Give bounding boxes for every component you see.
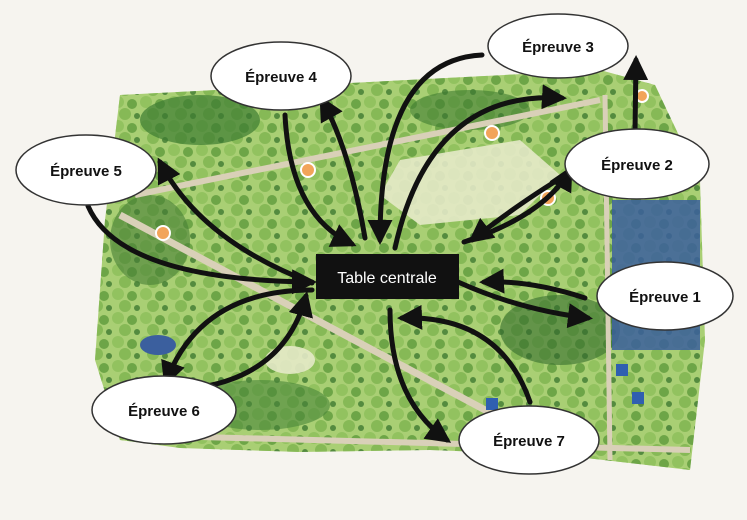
station-label: Épreuve 2 — [601, 157, 673, 174]
arrow-to-epreuve-5 — [157, 157, 315, 286]
station-bubble — [487, 13, 629, 79]
station-label: Épreuve 1 — [629, 289, 701, 306]
station-bubble — [91, 375, 237, 445]
station-label: Épreuve 3 — [522, 39, 594, 56]
alley — [118, 211, 562, 454]
arrow-to-epreuve-7 — [387, 307, 452, 443]
parking-sign-icon — [616, 364, 628, 376]
arrow-from-epreuve-3 — [367, 52, 485, 245]
central-table-box — [316, 254, 459, 299]
central-table[interactable]: Table centrale — [316, 254, 459, 299]
dense-forest-patch — [110, 195, 190, 285]
arrow-from-epreuve-5 — [85, 203, 317, 295]
arrow-to-epreuve-4 — [319, 95, 368, 241]
station-label: Épreuve 4 — [245, 69, 317, 86]
clearing — [265, 346, 315, 374]
dense-forest-patch — [140, 95, 260, 145]
station-label: Épreuve 6 — [128, 403, 200, 420]
station-epreuve-2[interactable]: Épreuve 2 — [564, 128, 710, 200]
station-marker — [155, 225, 171, 241]
station-label: Épreuve 5 — [50, 163, 122, 180]
arrow-from-epreuve-4 — [282, 112, 357, 247]
parking-sign-icon — [632, 392, 644, 404]
station-bubble — [596, 261, 734, 331]
station-epreuve-7[interactable]: Épreuve 7 — [458, 405, 600, 475]
arrow-to-epreuve-1 — [455, 279, 593, 329]
central-table-label: Table centrale — [337, 270, 437, 287]
station-marker — [300, 162, 316, 178]
arrow-from-epreuve-7 — [397, 304, 533, 405]
parking-sign-icon — [486, 398, 498, 410]
station-epreuve-4[interactable]: Épreuve 4 — [210, 41, 352, 111]
station-label: Épreuve 7 — [493, 433, 565, 450]
station-epreuve-3[interactable]: Épreuve 3 — [487, 13, 629, 79]
alley — [134, 97, 601, 198]
station-epreuve-1[interactable]: Épreuve 1 — [596, 261, 734, 331]
route-arrows — [85, 52, 649, 443]
station-bubble — [564, 128, 710, 200]
station-marker — [484, 125, 500, 141]
station-bubble — [15, 134, 157, 206]
station-epreuve-5[interactable]: Épreuve 5 — [15, 134, 157, 206]
small-pond — [140, 335, 176, 355]
arrow-to-epreuve-6 — [161, 287, 315, 387]
arrow-from-epreuve-6 — [193, 291, 313, 391]
station-epreuve-6[interactable]: Épreuve 6 — [91, 375, 237, 445]
clearing — [380, 140, 560, 225]
arrow-to-epreuve-3 — [392, 84, 567, 251]
station-bubble — [210, 41, 352, 111]
arrow-from-epreuve-1 — [479, 268, 588, 301]
station-bubble — [458, 405, 600, 475]
arrow-to-epreuve-2-top — [623, 55, 649, 135]
